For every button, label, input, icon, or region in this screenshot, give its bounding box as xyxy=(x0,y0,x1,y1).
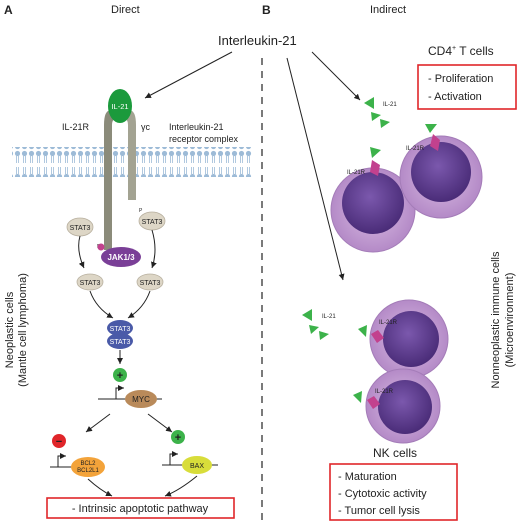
arrow-to-nk xyxy=(286,57,345,281)
gamma-c-label: γc xyxy=(141,122,151,132)
stat3-lower-left xyxy=(76,273,104,291)
il21-triangle xyxy=(364,97,374,109)
arrow-myc-to-bcl2 xyxy=(85,413,111,433)
arrow-to-dimer-left xyxy=(89,290,114,319)
nk-cell-1-receptor xyxy=(371,330,384,343)
arrow-stat3-right xyxy=(151,229,157,269)
myc-plus-label: + xyxy=(117,370,123,382)
jak-kinase xyxy=(101,247,141,267)
arrow-to-receptor xyxy=(144,51,233,99)
complex-label-line1: Interleukin-21 xyxy=(169,122,224,132)
arrow-to-cd4 xyxy=(311,51,361,101)
il21-bound-triangle xyxy=(358,325,367,337)
arrow-to-dimer-right xyxy=(127,290,151,319)
receptor-chain-left xyxy=(104,110,118,250)
il21-triangle xyxy=(302,309,312,321)
panel-a-title: Direct xyxy=(111,4,140,16)
bax-activation-symbol xyxy=(171,430,185,444)
il21-triangle xyxy=(319,331,329,340)
cd4-cell-1-receptor xyxy=(370,160,380,176)
bcl2-promoter-arrow xyxy=(57,453,66,467)
bcl2-gene xyxy=(71,457,105,477)
interleukin21-label: Interleukin-21 xyxy=(218,33,297,48)
cd4-cell-2-nucleus xyxy=(411,142,471,202)
apoptosis-box xyxy=(46,497,235,519)
cd4-cell-1-nucleus xyxy=(342,172,404,234)
myc-activation-symbol xyxy=(113,368,127,382)
stat3-dimer-bottom xyxy=(107,333,133,349)
cd4-effects-box xyxy=(417,64,517,110)
cd4-title: CD4+ T cells xyxy=(428,44,494,58)
il21-bound-triangle xyxy=(370,147,381,158)
stat3-dimer-bottom-label: STAT3 xyxy=(110,339,131,346)
bax-label: BAX xyxy=(190,463,204,470)
cd4-receptor-label-2: IL-21R xyxy=(406,146,425,152)
stat3-top-left-label: STAT3 xyxy=(70,225,91,232)
arrow-bax-to-apoptosis xyxy=(164,475,198,497)
nk-effect-2: - Cytotoxic activity xyxy=(338,488,427,500)
nk-cell-1-nucleus xyxy=(383,311,439,367)
il21-triangle xyxy=(371,112,381,121)
right-side-label-line1: Nonneoplastic immune cells xyxy=(490,251,502,388)
stat3-dimer-top-label: STAT3 xyxy=(110,326,131,333)
stat3-lower-left-label: STAT3 xyxy=(80,280,101,287)
bax-plus-label: + xyxy=(175,432,181,444)
stat3-top-right-label: STAT3 xyxy=(142,219,163,226)
left-side-label-line2: (Mantle cell lymphoma) xyxy=(17,273,29,387)
bax-promoter-arrow xyxy=(169,451,178,465)
stat3-lower-right xyxy=(136,273,164,291)
jak-label: JAK1/3 xyxy=(107,253,135,262)
nk-il21-label: IL-21 xyxy=(322,314,336,320)
nk-cell-2-nucleus xyxy=(378,380,432,434)
right-side-label-line2: (Microenvironment) xyxy=(504,273,516,368)
stat3-dimer-top xyxy=(107,320,133,336)
bcl2-label-line1: BCL2 xyxy=(80,461,96,467)
il21-triangle xyxy=(380,119,390,128)
left-side-label-line1: Neoplastic cells xyxy=(4,291,16,368)
nk-cell-2-receptor xyxy=(367,396,380,409)
stat3-lower-right-label: STAT3 xyxy=(140,280,161,287)
arrow-myc-to-bax xyxy=(147,413,173,433)
nk-receptor-label-2: IL-21R xyxy=(375,389,394,395)
panel-b-title: Indirect xyxy=(370,4,406,16)
nk-effects-box xyxy=(329,463,458,521)
complex-label-line2: receptor complex xyxy=(169,134,239,144)
nk-effect-3: - Tumor cell lysis xyxy=(338,505,420,517)
il21-triangle xyxy=(309,325,319,334)
jak-phospho-dot xyxy=(97,243,105,251)
arrow-stat3-left xyxy=(78,235,85,269)
myc-promoter-arrow xyxy=(115,385,124,399)
cd4-receptor-label-1: IL-21R xyxy=(347,170,366,176)
panel-a-letter: A xyxy=(4,3,13,17)
myc-label: MYC xyxy=(132,395,150,404)
panel-b-letter: B xyxy=(262,3,271,17)
cd4-title-superscript: + xyxy=(452,45,456,52)
nk-receptor-label-1: IL-21R xyxy=(379,320,398,326)
il21-ligand-label: IL-21 xyxy=(111,102,128,111)
bcl2-repression-symbol xyxy=(52,434,66,448)
receptor-chain-right xyxy=(122,110,136,200)
cd4-title-suffix: T cells xyxy=(456,44,494,58)
myc-gene xyxy=(125,390,157,408)
apoptosis-label: - Intrinsic apoptotic pathway xyxy=(72,503,209,515)
cd4-effect-2: - Activation xyxy=(428,91,482,103)
il21-bound-triangle xyxy=(353,391,362,403)
phospho-mark-right: P xyxy=(139,208,143,214)
il21-bound-triangle xyxy=(425,124,437,133)
cd4-cell-2-receptor xyxy=(430,134,440,151)
bcl2-label-line2: BCL2L1 xyxy=(77,468,99,474)
cd4-title-main: CD4 xyxy=(428,44,452,58)
nk-title: NK cells xyxy=(373,446,417,460)
bcl2-minus-label: − xyxy=(56,436,62,448)
bax-gene xyxy=(182,456,212,474)
cd4-effect-1: - Proliferation xyxy=(428,73,493,85)
il21-ligand xyxy=(108,89,132,123)
arrow-bcl2-to-apoptosis xyxy=(87,478,113,497)
cd4-il21-label: IL-21 xyxy=(383,102,397,108)
nk-effect-1: - Maturation xyxy=(338,471,397,483)
il21r-label: IL-21R xyxy=(62,122,90,132)
